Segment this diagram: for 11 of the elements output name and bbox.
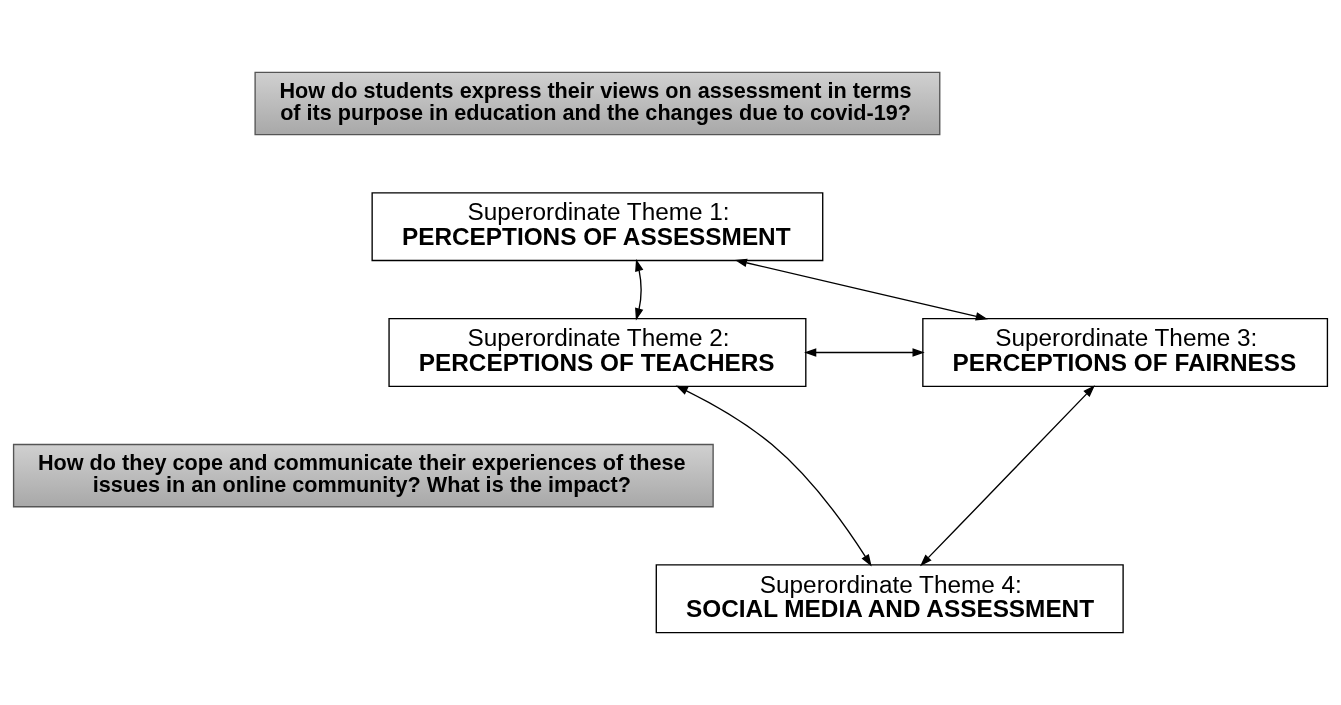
- node-box: Superordinate Theme 2: PERCEPTIONS OF TEACHERS: [388, 318, 807, 387]
- node-box: Superordinate Theme 3: PERCEPTIONS OF FAIRNESS: [922, 318, 1329, 387]
- node-box: How do they cope and communicate their experiences of these issues in an online community? What is the impact?: [12, 443, 714, 508]
- arrow: [675, 385, 872, 567]
- arrow: [804, 348, 925, 357]
- node-box: How do students express their views on assessment in terms of its purpose in education and the changes due to covid-19?: [254, 71, 941, 136]
- node-box: Superordinate Theme 4: SOCIAL MEDIA AND ASSESSMENT: [655, 564, 1124, 634]
- arrow: [635, 259, 644, 321]
- arrow: [920, 385, 1095, 567]
- arrow: [734, 258, 988, 321]
- node-box: Superordinate Theme 1: PERCEPTIONS OF ASSESSMENT: [371, 192, 824, 262]
